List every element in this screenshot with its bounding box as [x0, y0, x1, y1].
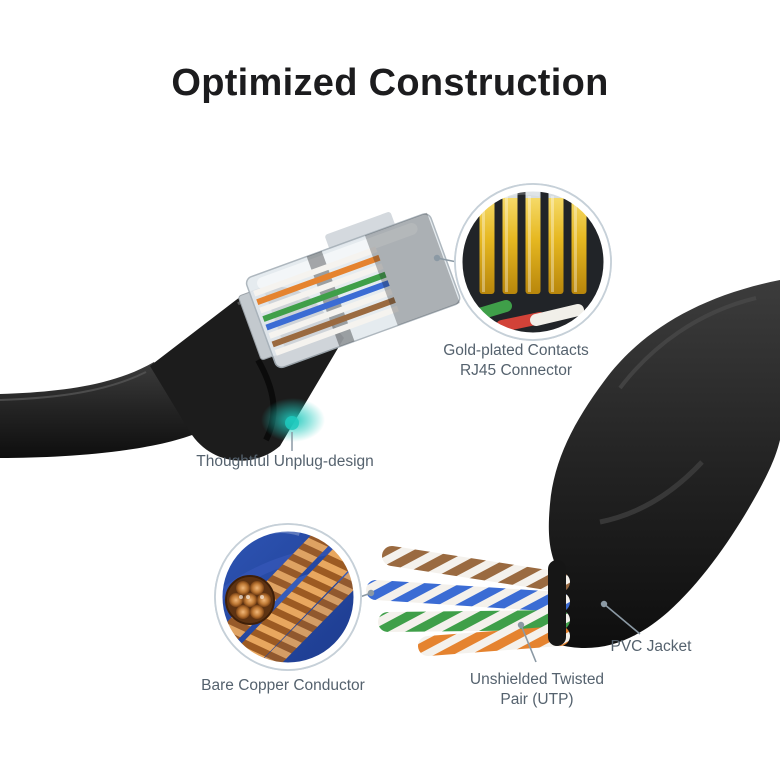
copper-cross-section — [225, 575, 275, 625]
utp-leader — [517, 621, 537, 663]
twisted-pair-green — [378, 610, 570, 632]
label-gold-contacts: Gold-plated Contacts RJ45 Connector — [443, 342, 589, 380]
lower-flat-cable — [548, 280, 780, 649]
twisted-pairs — [366, 546, 570, 656]
left-flat-cable — [0, 362, 200, 458]
copper-callout — [214, 523, 362, 671]
label-pvc-jacket: PVC Jacket — [610, 638, 692, 655]
twisted-pair-blue — [366, 580, 570, 612]
pvc-jacket-leader — [600, 600, 641, 635]
label-bare-copper: Bare Copper Conductor — [201, 677, 365, 694]
page-title: Optimized Construction — [171, 62, 609, 104]
twisted-pair-brown — [382, 546, 570, 592]
lower-cable-assembly — [548, 280, 780, 649]
label-unplug-design: Thoughtful Unplug-design — [196, 453, 374, 470]
upper-cable-assembly — [0, 212, 461, 461]
unplug-glow — [261, 398, 325, 451]
rj45-connector — [238, 212, 461, 369]
twisted-pair-orange — [418, 626, 570, 656]
connector-inner-wires — [253, 246, 399, 356]
gold-pins — [373, 228, 452, 311]
pvc-jacket-cut-edge — [548, 560, 566, 646]
rj45-callout-leader — [433, 254, 458, 263]
gold-contacts-callout — [454, 183, 612, 341]
label-utp: Unshielded Twisted Pair (UTP) — [469, 671, 605, 709]
